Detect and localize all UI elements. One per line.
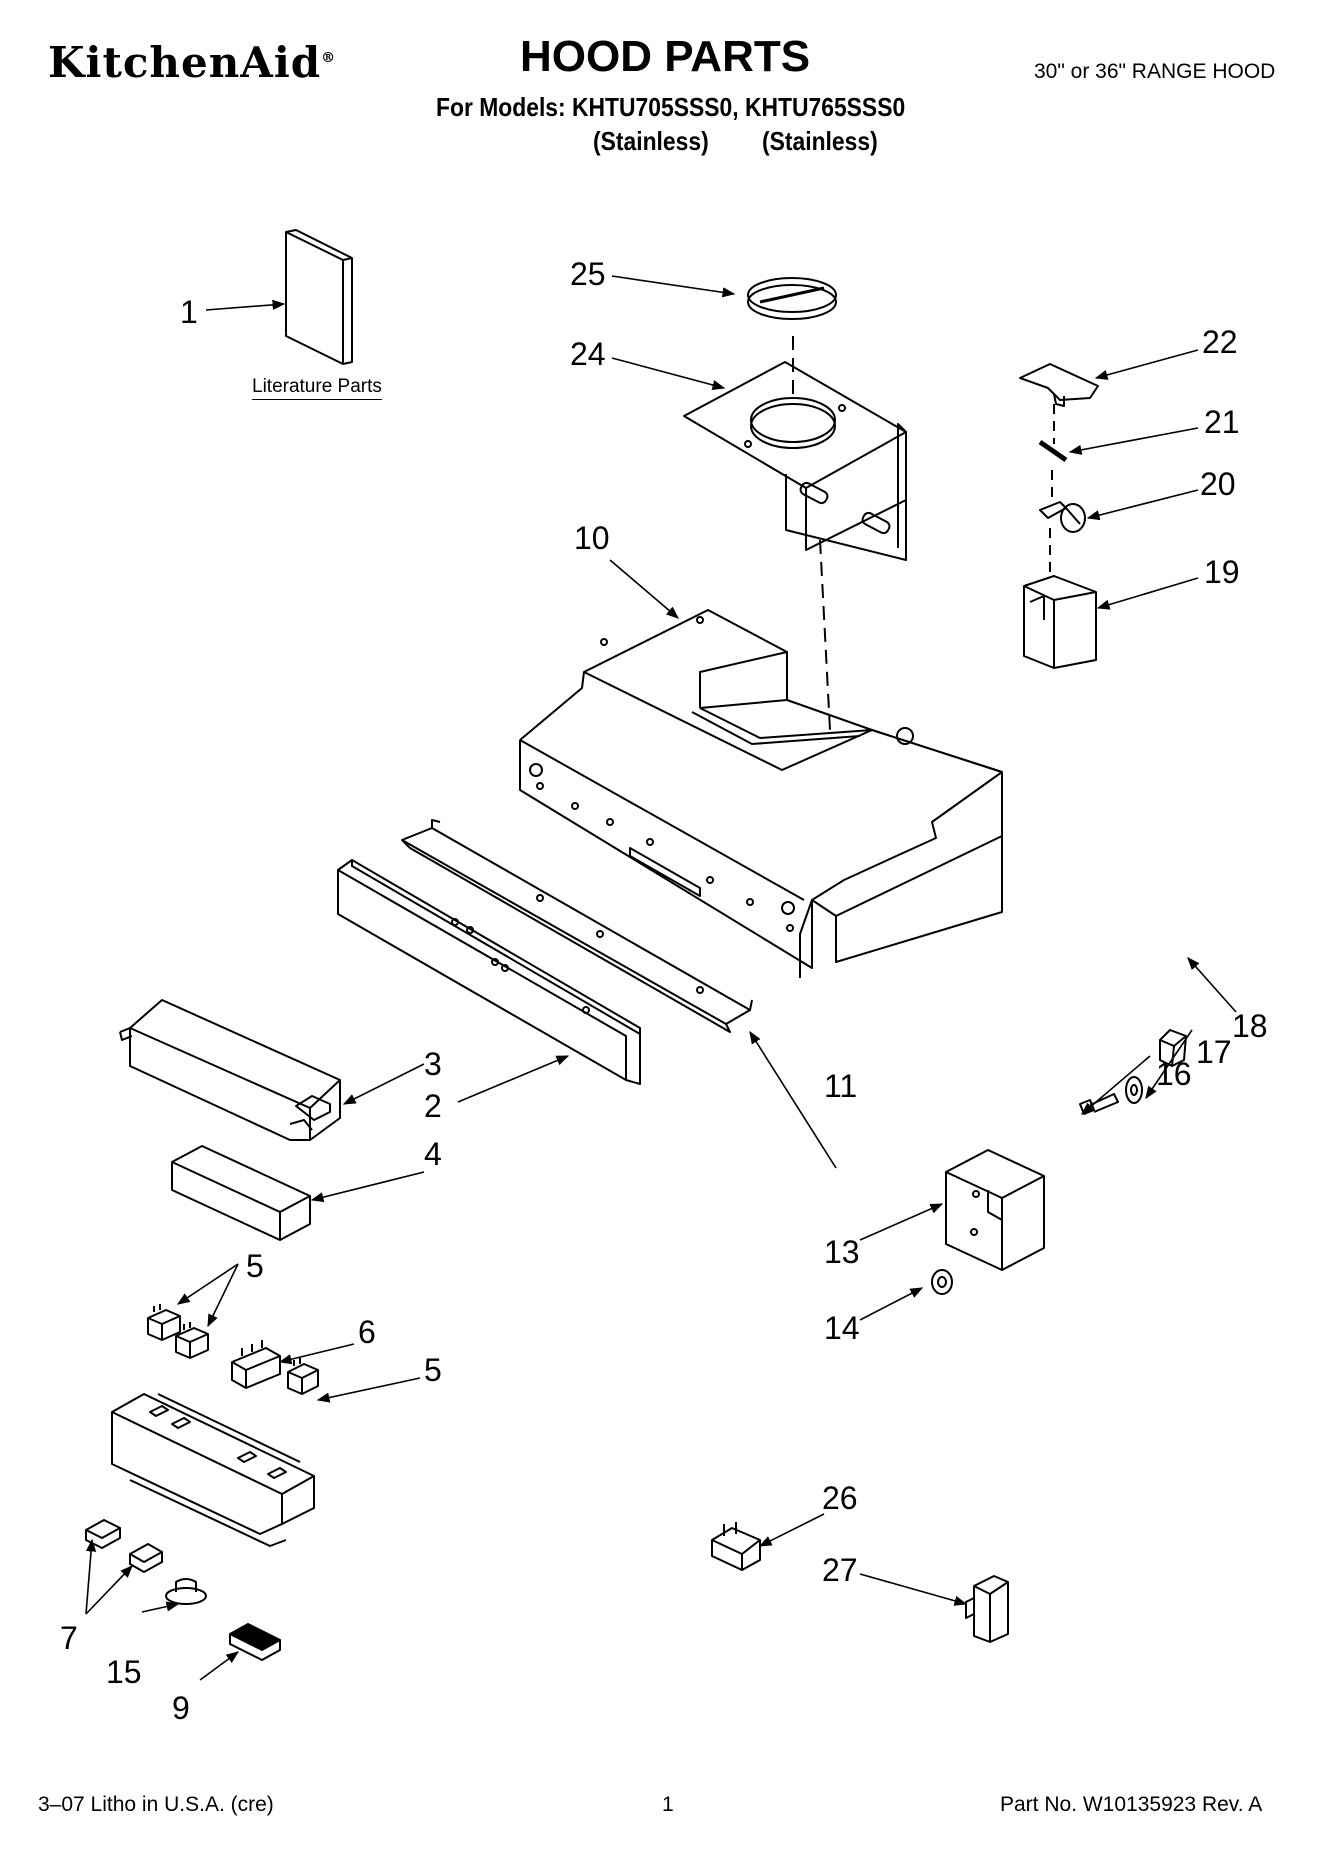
washer: [1125, 1076, 1143, 1104]
callout-2: 2: [424, 1088, 442, 1124]
rocker-switch-single: [287, 1358, 319, 1395]
range-hood-body: [519, 609, 1003, 978]
callout-5-pair: 5: [246, 1248, 264, 1284]
print-info: 3–07 Litho in U.S.A. (cre): [38, 1793, 274, 1816]
switch-bracket: [1019, 363, 1099, 407]
control-shaft: [1039, 501, 1086, 533]
callout-22: 22: [1202, 324, 1238, 360]
callout-19: 19: [1204, 554, 1240, 590]
control-panel-tray: [111, 1393, 315, 1547]
callout-18: 18: [1232, 1008, 1268, 1044]
literature-booklet: [285, 229, 353, 365]
registered-mark: ®: [321, 50, 337, 66]
callout-14: 14: [824, 1310, 860, 1346]
damper-plate: [683, 361, 907, 561]
rocker-switch-pair: [147, 1304, 209, 1359]
callout-10: 10: [574, 520, 610, 556]
fan-switch: [229, 1623, 281, 1661]
mounting-clip: [1159, 1029, 1187, 1067]
literature-parts-label: Literature Parts: [252, 376, 382, 400]
shaft-pin: [1038, 439, 1068, 463]
model-variant-2: (Stainless): [762, 126, 878, 156]
terminal-block: [965, 1575, 1009, 1643]
wire-connector: [711, 1522, 761, 1571]
three-way-switch: [231, 1340, 281, 1389]
part-number: Part No. W10135923 Rev. A: [1000, 1793, 1263, 1816]
callout-3: 3: [424, 1046, 442, 1082]
front-panel: [337, 859, 641, 1085]
callout-9: 9: [172, 1690, 190, 1726]
callout-27: 27: [822, 1552, 858, 1588]
model-list: For Models: KHTU705SSS0, KHTU765SSS0: [436, 92, 906, 122]
callout-7: 7: [60, 1620, 78, 1656]
charcoal-filter: [171, 1145, 311, 1241]
switch-housing: [1023, 575, 1097, 669]
front-rail: [401, 819, 753, 1033]
callout-17: 17: [1196, 1034, 1232, 1070]
push-knob: [165, 1578, 207, 1605]
page-title: HOOD PARTS: [520, 32, 811, 81]
callout-25: 25: [570, 256, 606, 292]
callout-5-single: 5: [424, 1352, 442, 1388]
callout-4: 4: [424, 1136, 442, 1172]
light-housing: [119, 999, 341, 1141]
duct-collar-ring: [747, 277, 837, 320]
push-button-caps: [85, 1519, 163, 1573]
callout-26: 26: [822, 1480, 858, 1516]
callout-11: 11: [824, 1068, 858, 1104]
callout-leaders: [85, 275, 1237, 1681]
junction-cover: [945, 1149, 1045, 1271]
callout-1: 1: [180, 294, 198, 330]
model-variant-1: (Stainless): [593, 126, 709, 156]
brand-text: KitchenAid: [48, 38, 322, 87]
hex-nut: [931, 1269, 953, 1295]
callout-24: 24: [570, 336, 606, 372]
callout-13: 13: [824, 1234, 860, 1270]
callout-16: 16: [1156, 1056, 1192, 1092]
callout-20: 20: [1200, 466, 1236, 502]
callout-15: 15: [106, 1654, 142, 1690]
product-type: 30" or 36" RANGE HOOD: [1034, 60, 1276, 83]
callout-21: 21: [1204, 404, 1240, 440]
brand-logo: KitchenAid®: [48, 38, 336, 87]
callout-6: 6: [358, 1314, 376, 1350]
page-number: 1: [662, 1793, 674, 1816]
